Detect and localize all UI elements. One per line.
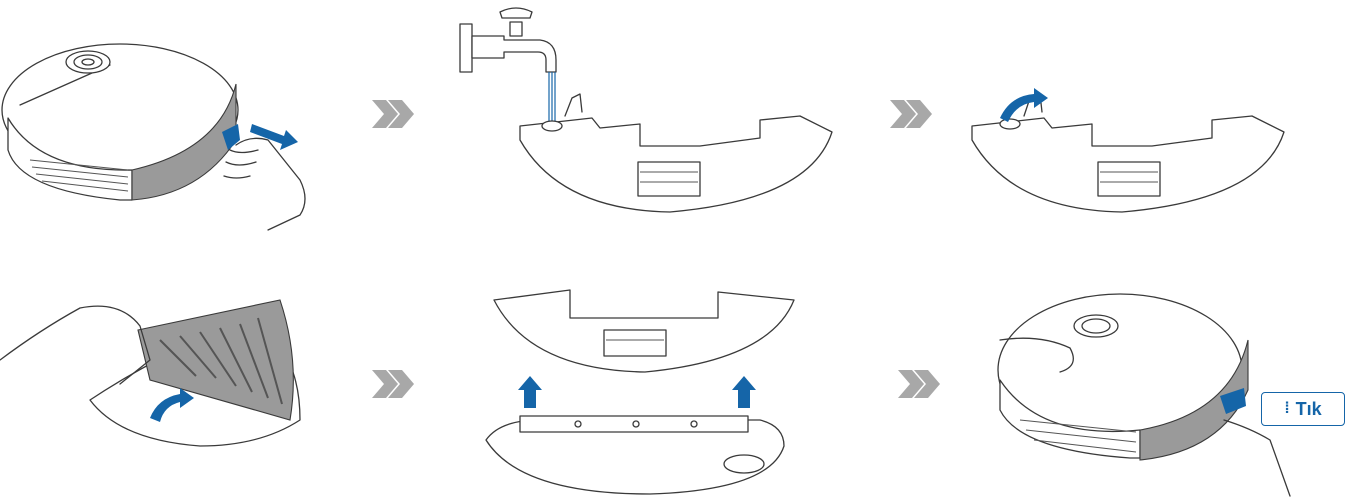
up-arrow-icon <box>732 376 756 408</box>
click-label-text: Tık <box>1295 398 1322 419</box>
step-5-insert-into-plate <box>485 289 795 495</box>
mop-cloth <box>137 299 294 421</box>
step-6-reinstall-click <box>997 293 1291 497</box>
next-step-chevron-icon <box>372 370 414 398</box>
step-1-remove-tank <box>1 43 306 231</box>
curved-arrow-icon <box>150 388 194 422</box>
water-tap-icon <box>471 35 557 73</box>
click-sound-icon: ⁞ <box>1284 400 1290 417</box>
hand-outline <box>0 305 151 385</box>
tank-fill-port <box>541 120 563 132</box>
water-tank-grey <box>131 83 237 201</box>
tank-grip <box>637 161 701 197</box>
tank-plug-cap <box>564 93 583 117</box>
pull-out-arrow-icon <box>250 124 298 150</box>
hand-outline <box>999 337 1074 373</box>
next-step-chevron-icon <box>372 100 414 128</box>
hand-outline <box>235 137 306 231</box>
wall-plate <box>459 23 473 73</box>
curved-arrow-icon <box>1000 88 1048 122</box>
up-arrow-icon <box>518 376 542 408</box>
tank-latch-blue <box>222 124 240 150</box>
next-step-chevron-icon <box>890 100 932 128</box>
step-4-attach-mop-cloth <box>0 299 301 447</box>
next-step-chevron-icon <box>898 370 940 398</box>
tank-latch-blue <box>1220 388 1246 414</box>
click-sound-label: ⁞ Tık <box>1261 392 1345 426</box>
step-3-close-cap <box>971 88 1285 213</box>
step-2-fill-water <box>459 7 833 213</box>
